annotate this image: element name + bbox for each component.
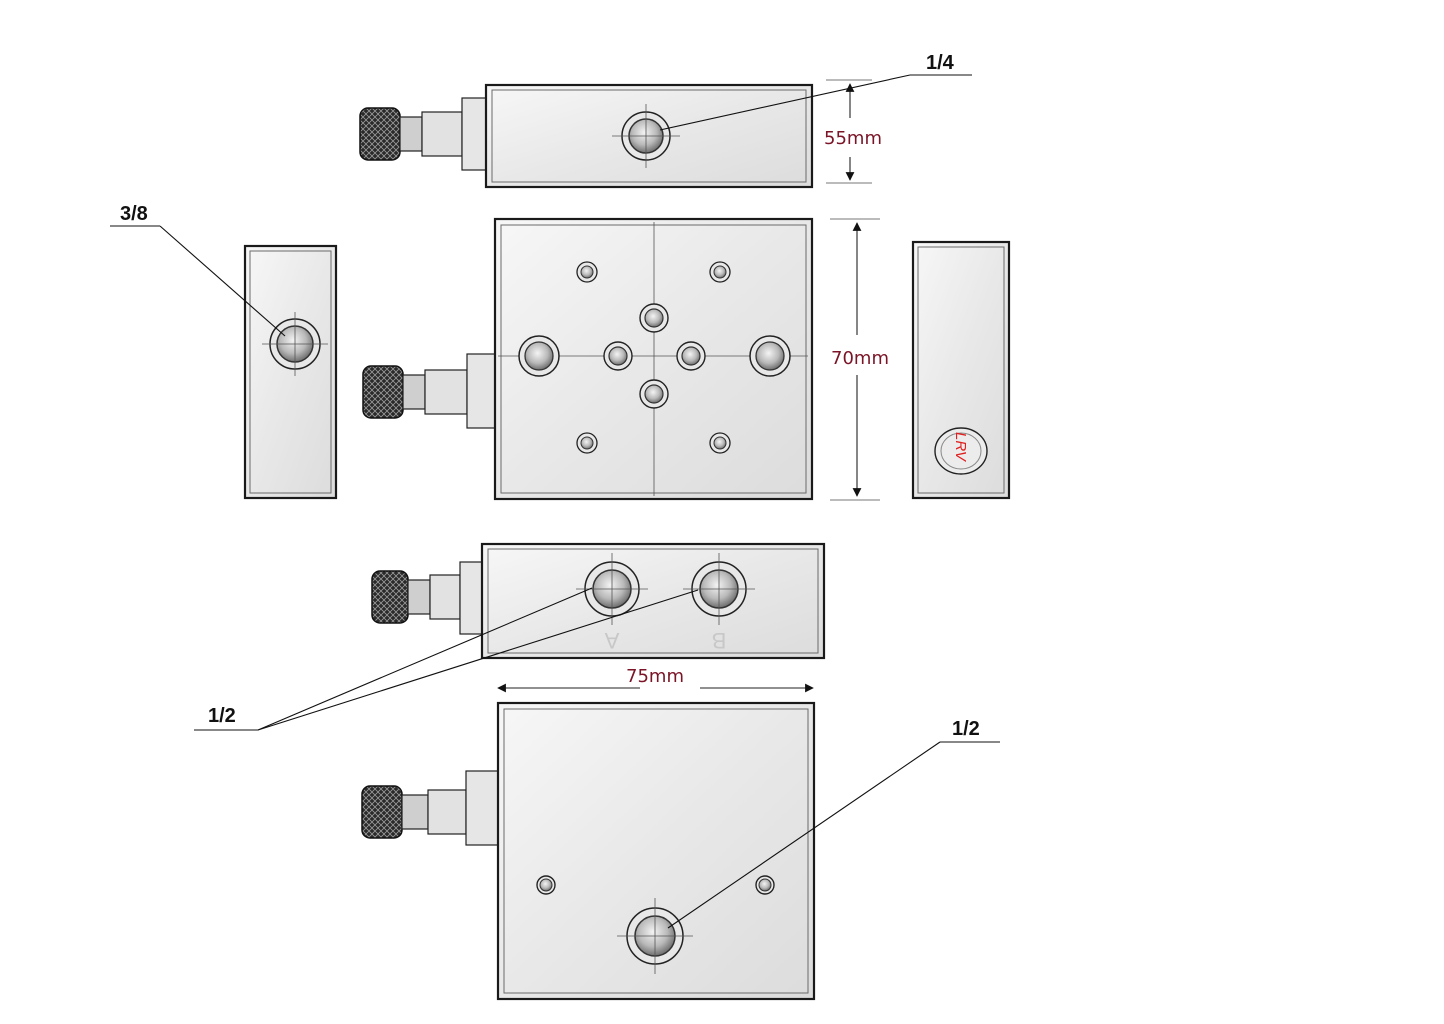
adjuster-screw-ab [371, 561, 485, 635]
ab-view: A B 75mm 1/2 [194, 542, 826, 731]
side-view-left: 3/8 [110, 203, 338, 500]
top-port-callout: 1/4 [926, 52, 955, 74]
adjuster-screw-bottom [361, 770, 499, 846]
bottom-view: 1/2 [361, 701, 1000, 1001]
bottom-port-hole [617, 898, 693, 974]
side-port-hole [262, 312, 328, 376]
port-a-hole [576, 553, 648, 625]
front-holes [518, 261, 791, 454]
side-plate-left [243, 244, 338, 500]
length-dimension: 70mm [831, 348, 889, 369]
port-b-hole [683, 553, 755, 625]
side-view-right: LRV [911, 240, 1011, 500]
logo-text: LRV [952, 432, 969, 463]
adjuster-screw-front [362, 353, 496, 429]
width-dimension: 75mm [626, 666, 684, 687]
side-port-callout: 3/8 [120, 203, 148, 225]
top-view: 55mm 1/4 [359, 52, 972, 189]
top-port-hole [612, 104, 680, 168]
port-a-label: A [604, 628, 619, 653]
front-view: 70mm [362, 217, 889, 501]
height-dimension: 55mm [824, 128, 882, 149]
bottom-port-callout: 1/2 [952, 718, 980, 740]
bottom-small-holes [536, 875, 775, 895]
ab-ports-callout: 1/2 [208, 705, 236, 727]
adjuster-screw [359, 97, 487, 171]
ab-plate [480, 542, 826, 660]
brand-logo: LRV [934, 427, 988, 475]
port-b-label: B [712, 628, 727, 653]
